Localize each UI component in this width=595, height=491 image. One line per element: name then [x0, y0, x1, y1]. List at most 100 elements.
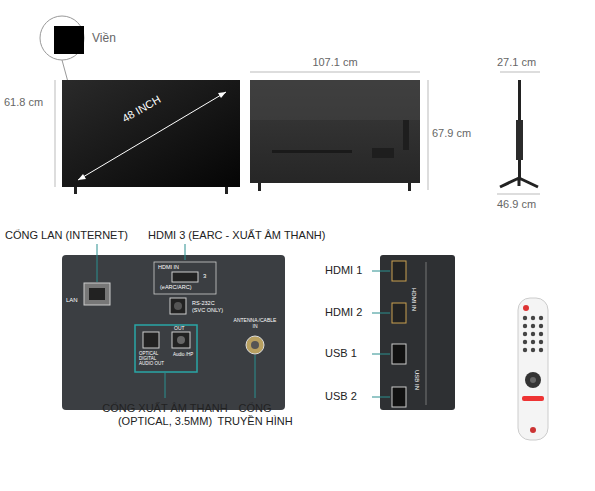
- remote-button: [539, 348, 543, 352]
- port-title: CỔNG LAN (INTERNET): [5, 229, 128, 242]
- art-part: [135, 325, 197, 372]
- art-part: [403, 120, 409, 150]
- port-mark: (SVC ONLY): [192, 307, 223, 313]
- port-mark: 3: [203, 273, 206, 280]
- art-part: [525, 372, 541, 388]
- art-part: [372, 148, 394, 158]
- remote-button: [523, 340, 527, 344]
- remote-button: [523, 316, 527, 320]
- dimension: 61.8 cm: [4, 96, 43, 109]
- art-part: [372, 354, 390, 355]
- remote-button: [531, 332, 535, 336]
- art-part: [55, 80, 56, 187]
- port-mark: Audio /HP: [173, 352, 195, 357]
- art-part: [250, 80, 420, 183]
- art-part: [54, 26, 84, 54]
- art-part: [518, 298, 548, 440]
- art-part: [392, 303, 406, 323]
- remote-button: [531, 324, 535, 328]
- port-mark: OPTICAL DIGITAL AUDIO OUT: [139, 351, 169, 367]
- art-part: [500, 72, 540, 73]
- art-part: [392, 387, 406, 407]
- art-part: [251, 341, 259, 349]
- dimension: 46.9 cm: [497, 198, 536, 211]
- art-part: [177, 336, 185, 344]
- art-part: [272, 150, 352, 153]
- port-mark: USB IN: [413, 370, 420, 390]
- port-mark: ANTENNA /CABLE IN: [233, 318, 277, 330]
- tv-side: [497, 72, 540, 194]
- port-title: HDMI 1: [325, 264, 362, 277]
- art-part: [392, 344, 406, 364]
- port-mark: (eARC/ARC): [160, 284, 191, 290]
- art-part: [62, 80, 240, 187]
- art-part: [218, 92, 226, 98]
- art-part: [97, 244, 98, 282]
- art-part: [40, 16, 84, 60]
- dimension: 107.1 cm: [312, 56, 357, 69]
- art-part: [78, 92, 226, 180]
- port-title: HDMI 2: [325, 306, 362, 319]
- remote-button: [523, 332, 527, 336]
- art-part: [174, 302, 182, 310]
- bezel-callout: [40, 16, 84, 82]
- art-part: [225, 187, 228, 194]
- art-part: [428, 80, 429, 190]
- art-part: [497, 194, 540, 195]
- art-part: [392, 261, 406, 281]
- art-part: [154, 262, 216, 294]
- art-part: [372, 313, 390, 314]
- remote-button: [531, 348, 535, 352]
- remote-button: [531, 340, 535, 344]
- art-part: [523, 316, 543, 352]
- art-part: [84, 283, 110, 305]
- port-mark: HDMI IN: [158, 264, 179, 270]
- art-part: [258, 183, 261, 191]
- art-part: [250, 72, 420, 73]
- art-part: [500, 178, 538, 187]
- dimension: 27.1 cm: [497, 56, 536, 69]
- port-mark: OUT: [174, 326, 185, 332]
- art-part: [530, 377, 536, 383]
- art-part: [74, 187, 77, 194]
- remote-button: [539, 316, 543, 320]
- port-mark: RS-232C: [192, 300, 215, 306]
- remote-button: [539, 340, 543, 344]
- port-title: USB 2: [325, 390, 357, 403]
- art-part: [372, 397, 390, 398]
- tv-back: [250, 72, 428, 191]
- art-part: [530, 427, 536, 433]
- art-part: [172, 272, 198, 282]
- art-part: [380, 255, 455, 410]
- art-part: [523, 305, 529, 311]
- art-part: [172, 332, 190, 348]
- rear-port-panel: [62, 244, 285, 410]
- art-part: [408, 183, 411, 191]
- art-part: [165, 373, 166, 398]
- art-part: [62, 255, 285, 410]
- remote-control: [518, 298, 548, 440]
- port-title: HDMI 3 (EARC - XUẤT ÂM THANH): [148, 229, 325, 242]
- port-mark: LAN: [66, 297, 78, 304]
- art-part: [143, 332, 159, 348]
- remote-button: [523, 348, 527, 352]
- remote-button: [539, 324, 543, 328]
- art-part: [250, 80, 420, 120]
- art-part: [516, 120, 523, 160]
- port-title: CỔNG XUẤT ÂM THANH (OPTICAL, 3.5MM): [95, 402, 235, 427]
- art-part: [255, 355, 256, 398]
- art-part: [78, 174, 86, 180]
- side-port-panel: [372, 255, 455, 410]
- remote-button: [523, 324, 527, 328]
- remote-button: [539, 332, 543, 336]
- tv-front: [55, 80, 240, 194]
- bezel-label: Viền: [92, 32, 116, 46]
- port-mark: HDMI IN: [410, 288, 417, 311]
- art-part: [426, 262, 427, 405]
- art-part: [62, 60, 68, 82]
- remote-button: [531, 316, 535, 320]
- art-part: [522, 396, 544, 401]
- art-part: [170, 298, 186, 314]
